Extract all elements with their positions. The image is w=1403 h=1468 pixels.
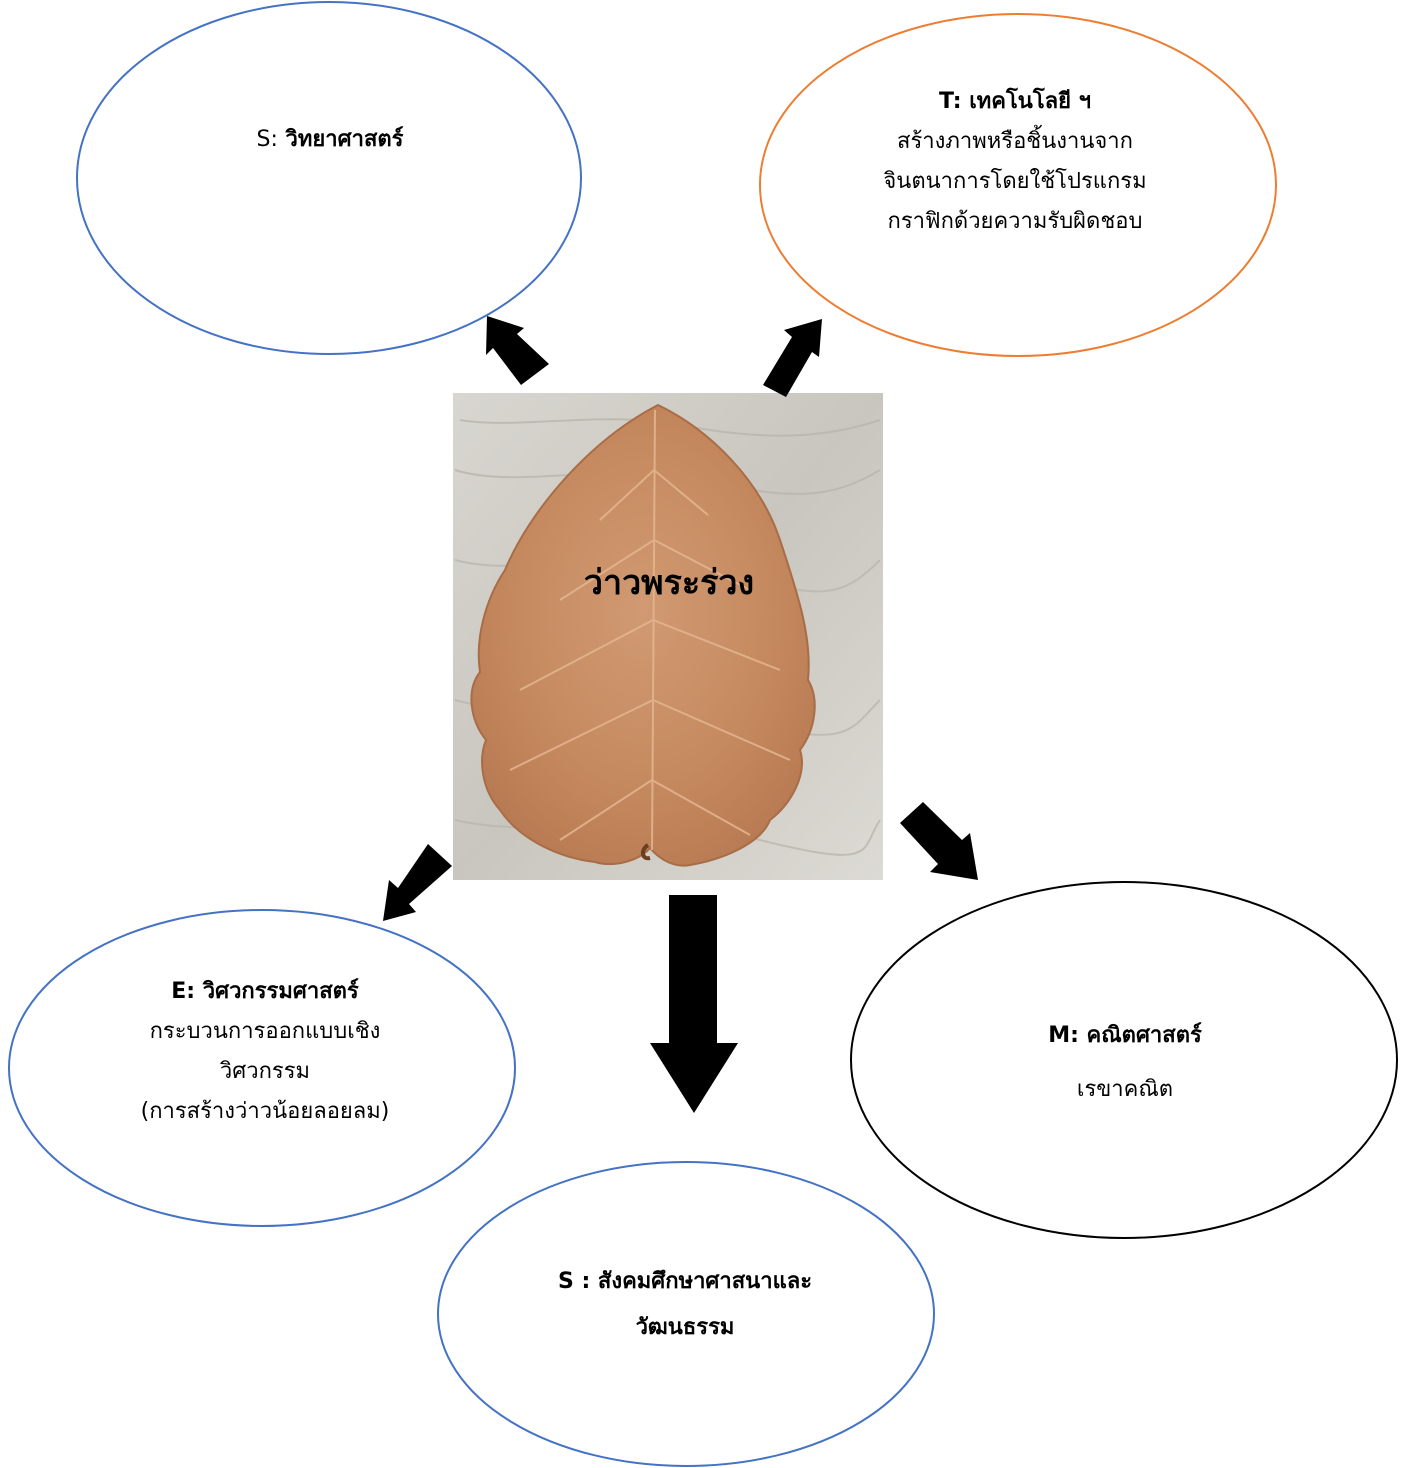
engineering-ellipse <box>8 909 516 1227</box>
technology-line-3: กราฟิกด้วยความรับผิดชอบ <box>887 209 1143 234</box>
engineering-line-1: กระบวนการออกแบบเชิง <box>149 1019 381 1044</box>
engineering-title: E: วิศวกรรมศาสตร์ <box>171 979 359 1004</box>
science-prefix: S: <box>256 127 278 152</box>
engineering-line-2: วิศวกรรม <box>219 1059 311 1084</box>
social-node: S : สังคมศึกษาศาสนาและ วัฒนธรรม <box>470 1262 900 1372</box>
social-ellipse <box>437 1161 935 1467</box>
center-label: ว่าวพระร่วง <box>583 563 755 603</box>
technology-ellipse <box>759 13 1277 357</box>
math-title: M: คณิตศาสตร์ <box>1048 1023 1202 1048</box>
arrow-to-technology <box>763 319 822 397</box>
arrow-to-science <box>486 316 549 385</box>
science-title: S: วิทยาศาสตร์ <box>256 120 403 160</box>
engineering-node: E: วิศวกรรมศาสตร์ กระบวนการออกแบบเชิง วิ… <box>70 972 460 1172</box>
engineering-line-3: (การสร้างว่าวน้อยลอยลม) <box>140 1099 390 1124</box>
technology-node: T: เทคโนโลยี ฯ สร้างภาพหรือชิ้นงานจาก จิ… <box>810 82 1220 282</box>
science-ellipse <box>76 1 582 355</box>
math-ellipse <box>850 881 1398 1239</box>
technology-line-2: จินตนาการโดยใช้โปรแกรม <box>883 169 1147 194</box>
arrow-to-math <box>900 802 978 880</box>
math-node: M: คณิตศาสตร์ เรขาคณิต <box>920 1016 1330 1136</box>
science-node: S: วิทยาศาสตร์ <box>110 120 550 190</box>
social-title-line-1: S : สังคมศึกษาศาสนาและ <box>557 1269 813 1294</box>
leaf-shape <box>470 403 816 867</box>
technology-title: T: เทคโนโลยี ฯ <box>938 89 1092 114</box>
math-line-1: เรขาคณิต <box>1076 1077 1174 1102</box>
center-leaf-image <box>453 393 883 880</box>
arrow-to-engineering <box>383 844 452 921</box>
science-title-text: วิทยาศาสตร์ <box>285 127 404 152</box>
social-title-line-2: วัฒนธรรม <box>635 1315 735 1340</box>
technology-line-1: สร้างภาพหรือชิ้นงานจาก <box>897 129 1133 154</box>
arrow-to-social <box>650 895 738 1113</box>
